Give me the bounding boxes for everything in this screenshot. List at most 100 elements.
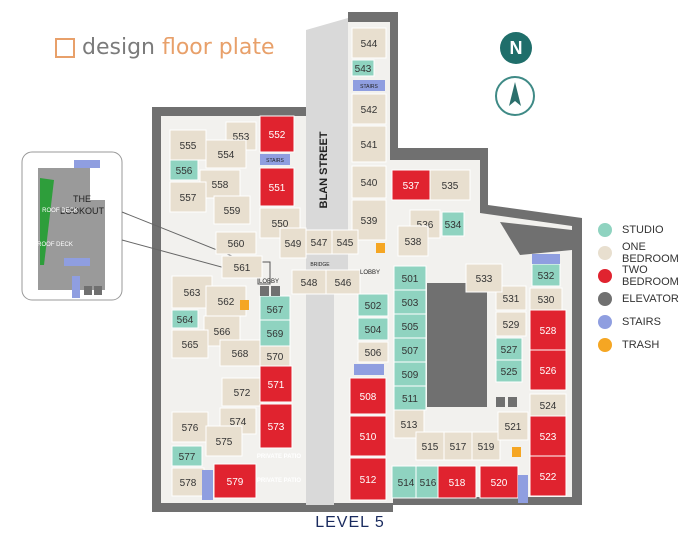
- unit-557[interactable]: 557: [169, 181, 207, 213]
- unit-518[interactable]: 518: [437, 465, 477, 499]
- unit-514[interactable]: 514: [391, 465, 421, 499]
- unit-505[interactable]: 505: [393, 313, 427, 339]
- unit-568[interactable]: 568: [219, 339, 261, 367]
- unit-545[interactable]: 545: [331, 229, 359, 255]
- unit-529[interactable]: 529: [495, 311, 527, 337]
- unit-549[interactable]: 549: [279, 227, 307, 259]
- unit-511[interactable]: 511: [393, 385, 427, 411]
- unit-shape: [397, 225, 429, 257]
- private-patio-1: PRIVATE PATIO: [257, 454, 302, 460]
- unit-520[interactable]: 520: [479, 465, 519, 499]
- unit-542[interactable]: 542: [351, 93, 387, 125]
- unit-shape: [393, 265, 427, 291]
- unit-shape: [259, 365, 293, 403]
- unit-506[interactable]: 506: [357, 341, 389, 363]
- unit-538[interactable]: 538: [397, 225, 429, 257]
- floor-plan-logo-icon: [55, 38, 75, 58]
- legend-item: ELEVATOR: [598, 287, 700, 310]
- unit-shape: [259, 115, 295, 153]
- lookout-planter: [40, 178, 54, 265]
- unit-502[interactable]: 502: [357, 293, 389, 317]
- unit-shape: [529, 393, 567, 417]
- unit-shape: [357, 317, 389, 341]
- unit-516[interactable]: 516: [415, 465, 441, 499]
- unit-501[interactable]: 501: [393, 265, 427, 291]
- unit-575[interactable]: 575: [205, 425, 243, 457]
- unit-569[interactable]: 569: [259, 319, 291, 347]
- unit-537[interactable]: 537: [391, 169, 431, 201]
- unit-shape: [465, 263, 503, 293]
- unit-shape: [325, 269, 361, 295]
- logo-text-floor-plate: floor plate: [161, 35, 275, 60]
- unit-541[interactable]: 541: [351, 125, 387, 163]
- unit-shape: [529, 415, 567, 457]
- legend-label: TRASH: [622, 338, 660, 351]
- unit-533[interactable]: 533: [465, 263, 503, 293]
- unit-576[interactable]: 576: [171, 411, 209, 443]
- unit-546[interactable]: 546: [325, 269, 361, 295]
- unit-556[interactable]: 556: [169, 159, 199, 181]
- unit-523[interactable]: 523: [529, 415, 567, 457]
- unit-512[interactable]: 512: [349, 457, 387, 501]
- unit-label: 527: [501, 345, 518, 356]
- legend-label: STAIRS: [622, 315, 661, 328]
- unit-label: 548: [301, 278, 318, 289]
- unit-504[interactable]: 504: [357, 317, 389, 341]
- unit-517[interactable]: 517: [443, 431, 473, 461]
- unit-535[interactable]: 535: [429, 169, 471, 201]
- unit-578[interactable]: 578: [171, 467, 205, 497]
- unit-label: 563: [184, 288, 201, 299]
- unit-565[interactable]: 565: [171, 329, 209, 359]
- unit-526[interactable]: 526: [529, 349, 567, 391]
- inset-stairs-1: [74, 160, 100, 168]
- unit-559[interactable]: 559: [213, 195, 251, 225]
- unit-543[interactable]: 543: [351, 59, 375, 77]
- unit-571[interactable]: 571: [259, 365, 293, 403]
- unit-555[interactable]: 555: [169, 129, 207, 161]
- unit-544[interactable]: 544: [351, 27, 387, 59]
- unit-label: 559: [224, 206, 241, 217]
- unit-shape: [349, 377, 387, 415]
- unit-579[interactable]: 579: [213, 463, 257, 499]
- unit-548[interactable]: 548: [291, 269, 327, 295]
- unit-527[interactable]: 527: [495, 337, 523, 361]
- unit-528[interactable]: 528: [529, 309, 567, 351]
- elevator-c: [496, 397, 505, 407]
- unit-558[interactable]: 558: [199, 169, 241, 199]
- unit-564[interactable]: 564: [171, 309, 199, 329]
- unit-567[interactable]: 567: [259, 295, 291, 323]
- unit-570[interactable]: 570: [259, 345, 291, 367]
- unit-507[interactable]: 507: [393, 337, 427, 363]
- unit-524[interactable]: 524: [529, 393, 567, 417]
- unit-510[interactable]: 510: [349, 415, 387, 457]
- unit-551[interactable]: 551: [259, 167, 295, 207]
- unit-515[interactable]: 515: [415, 431, 445, 461]
- unit-shape: [393, 313, 427, 339]
- unit-552[interactable]: 552: [259, 115, 295, 153]
- unit-531[interactable]: 531: [495, 285, 527, 311]
- unit-554[interactable]: 554: [205, 139, 247, 169]
- unit-577[interactable]: 577: [171, 445, 203, 467]
- unit-label: 505: [402, 322, 419, 333]
- unit-shape: [529, 455, 567, 497]
- unit-shape: [529, 349, 567, 391]
- unit-560[interactable]: 560: [215, 231, 257, 255]
- unit-547[interactable]: 547: [305, 229, 333, 255]
- unit-525[interactable]: 525: [495, 359, 523, 383]
- private-patio-2: PRIVATE PATIO: [257, 478, 302, 484]
- unit-534[interactable]: 534: [441, 211, 465, 237]
- unit-573[interactable]: 573: [259, 403, 293, 449]
- unit-503[interactable]: 503: [393, 289, 427, 315]
- north-badge: N: [500, 32, 532, 64]
- unit-522[interactable]: 522: [529, 455, 567, 497]
- unit-561[interactable]: 561: [221, 255, 263, 279]
- unit-540[interactable]: 540: [351, 165, 387, 199]
- unit-572[interactable]: 572: [221, 377, 263, 407]
- unit-508[interactable]: 508: [349, 377, 387, 415]
- unit-519[interactable]: 519: [471, 431, 501, 461]
- unit-521[interactable]: 521: [497, 411, 529, 441]
- unit-530[interactable]: 530: [529, 287, 563, 311]
- unit-532[interactable]: 532: [531, 263, 561, 287]
- unit-509[interactable]: 509: [393, 361, 427, 387]
- unit-shape: [199, 169, 241, 199]
